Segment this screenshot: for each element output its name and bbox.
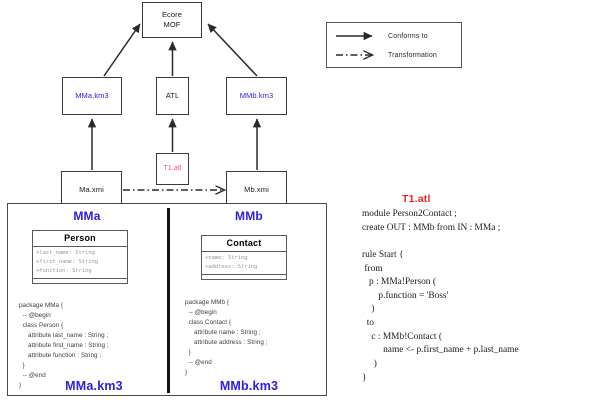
atl-transformation-panel: T1.atl module Person2Contact ; create OU… — [362, 193, 598, 385]
uml-class-name-person: Person — [33, 231, 127, 247]
metamodel-panel-mmb: MMb Contact +name: String +address: Stri… — [171, 204, 327, 395]
dashdot-arrow-icon — [336, 48, 382, 62]
metamodel-footer-mma: MMa.km3 — [65, 379, 123, 393]
metamodel-footer-mmb: MMb.km3 — [219, 379, 279, 393]
uml-operations-compartment — [202, 275, 286, 279]
atl-title: T1.atl — [402, 193, 431, 205]
legend-label-transformation: Transformation — [388, 51, 437, 59]
uml-attribute: +name: String — [205, 255, 248, 261]
node-mb-xmi[interactable]: Mb.xmi — [226, 171, 287, 209]
legend-label-conforms-to: Conforms to — [388, 32, 428, 40]
uml-attribute: +address: String — [205, 264, 258, 271]
uml-attribute: +last_name: String — [36, 250, 95, 256]
uml-attributes-contact: +name: String +address: String — [202, 252, 286, 276]
legend-row-transformation: Transformation — [327, 47, 461, 63]
uml-attribute: +first_name: String — [36, 259, 99, 266]
uml-class-contact[interactable]: Contact +name: String +address: String — [201, 235, 287, 281]
node-mmb-km3[interactable]: MMb.km3 — [226, 77, 287, 115]
node-t1-atl[interactable]: T1.atl — [156, 153, 189, 185]
metamodel-panel-mma: MMa Person +last_name: String +first_nam… — [8, 204, 166, 395]
legend-row-conforms-to: Conforms to — [327, 28, 461, 44]
atl-code: module Person2Contact ; create OUT : MMb… — [362, 209, 519, 383]
node-mma-km3[interactable]: MMa.km3 — [62, 77, 122, 115]
solid-arrow-icon — [336, 31, 373, 41]
uml-operations-compartment — [33, 279, 127, 283]
legend-box: Conforms to Transformation — [326, 22, 462, 68]
metamodel-divider — [167, 208, 170, 393]
km3-code-mmb: package MMb { -- @begin class Contact { … — [185, 299, 268, 376]
uml-class-person[interactable]: Person +last_name: String +first_name: S… — [32, 230, 128, 285]
uml-attribute: +function: String — [36, 268, 92, 275]
uml-attributes-person: +last_name: String +first_name: String +… — [33, 247, 127, 280]
metamodel-title-mmb: MMb — [235, 209, 263, 223]
km3-code-mma: package MMa { -- @begin class Person { a… — [19, 302, 109, 389]
arrow-mmb-to-ecore — [207, 23, 258, 77]
node-ma-xmi[interactable]: Ma.xmi — [61, 171, 122, 209]
uml-class-name-contact: Contact — [202, 236, 286, 252]
metamodels-frame: MMa Person +last_name: String +first_nam… — [7, 203, 327, 396]
metamodel-title-mma: MMa — [73, 209, 101, 223]
node-atl[interactable]: ATL — [156, 77, 189, 115]
arrow-mma-to-ecore — [103, 23, 141, 77]
